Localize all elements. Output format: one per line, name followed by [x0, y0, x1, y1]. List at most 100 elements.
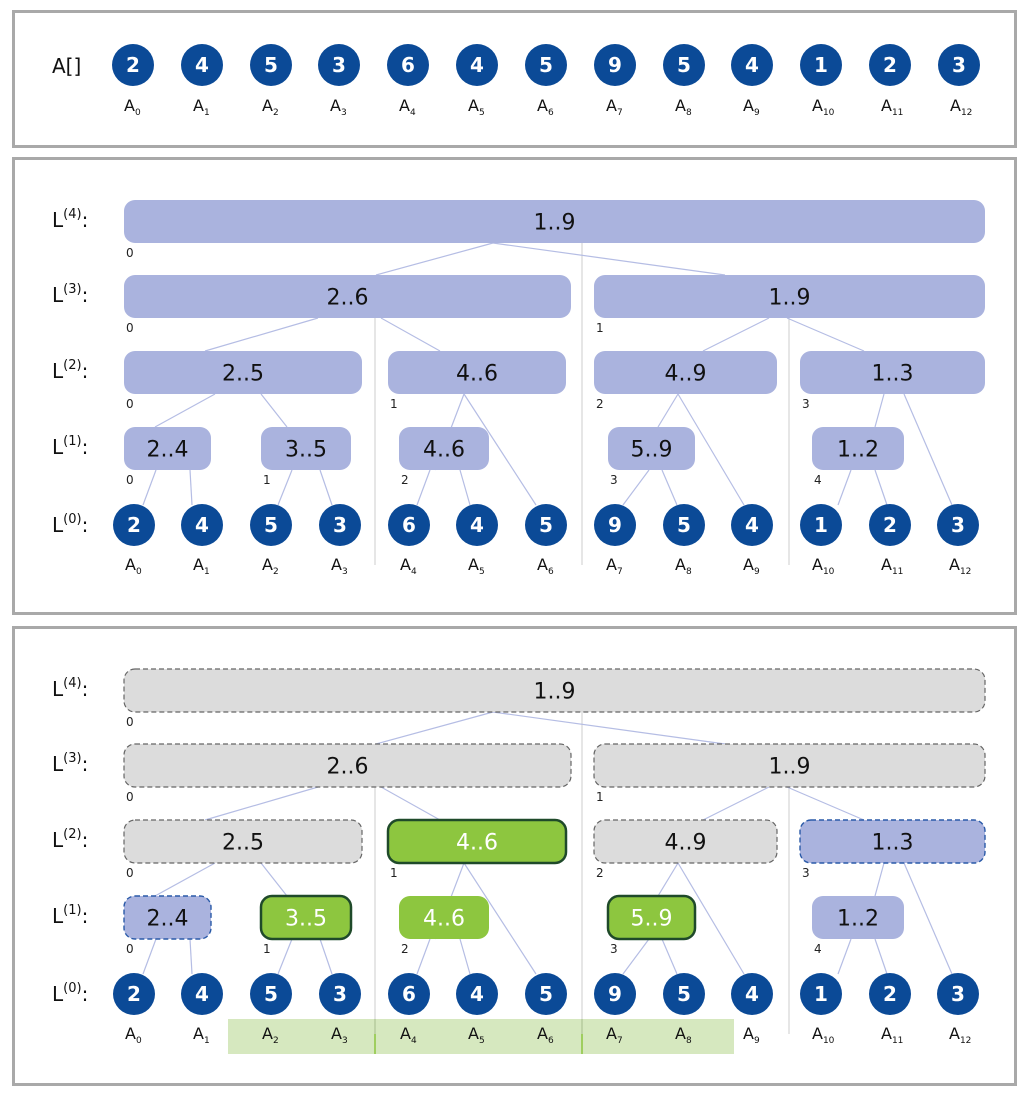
array-value: 4: [195, 53, 209, 77]
node-box: [124, 351, 362, 394]
leaf-value: 9: [608, 982, 622, 1006]
tree-node-l2: 4..92: [593, 819, 778, 880]
leaf-circle: [181, 973, 223, 1015]
leaf-circle: [869, 973, 911, 1015]
leaf-circle: [800, 504, 842, 546]
leaf-circle: [869, 504, 911, 546]
node-range-label: 1..9: [769, 286, 811, 311]
tree-edge: [319, 938, 333, 975]
array-index-label: A1: [193, 96, 210, 118]
tree-edge: [380, 317, 441, 352]
node-index: 3: [802, 866, 810, 880]
leaf-circle: [388, 504, 430, 546]
tree-edge: [375, 242, 494, 276]
tree-edge: [189, 469, 193, 506]
array-value: 5: [539, 53, 553, 77]
tree-node-l1: 4..62: [399, 896, 489, 956]
array-circle: [387, 44, 429, 86]
leaf-value: 6: [402, 982, 416, 1006]
leaf-index-label: A12: [949, 1024, 971, 1046]
tree-edge: [677, 862, 745, 975]
leaf-circle: [731, 973, 773, 1015]
leaf-value: 6: [402, 513, 416, 537]
array-index-label: A5: [468, 96, 485, 118]
array-value: 9: [608, 53, 622, 77]
node-box: [399, 427, 489, 470]
node-range-label: 4..9: [665, 831, 707, 856]
array-circle: [456, 44, 498, 86]
node-range-label: 2..5: [222, 831, 264, 856]
tree-node-l1: 2..40: [124, 427, 211, 487]
array-label: A[]: [52, 54, 81, 78]
array-index-label: A10: [812, 96, 835, 118]
tree-edge: [416, 469, 431, 506]
leaf-circle: [113, 504, 155, 546]
leaf-value: 5: [264, 982, 278, 1006]
tree-node-l2: 2..50: [124, 351, 362, 411]
array-value: 4: [470, 53, 484, 77]
tree-edge: [416, 938, 431, 975]
leaf-value: 5: [539, 982, 553, 1006]
node-index: 0: [126, 790, 134, 804]
node-index: 0: [126, 715, 134, 729]
array-index-label: A2: [262, 96, 279, 118]
tree-edge: [874, 938, 888, 975]
leaf-circle: [388, 973, 430, 1015]
array-value: 2: [883, 53, 897, 77]
tree-edge: [661, 469, 678, 506]
leaf-value: 1: [814, 513, 828, 537]
leaf-index-label: A2: [262, 555, 279, 577]
array-index-label: A9: [743, 96, 760, 118]
tree-edge: [154, 393, 216, 428]
leaf-value: 1: [814, 982, 828, 1006]
node-box: [399, 896, 489, 939]
leaf-value: 5: [677, 982, 691, 1006]
node-range-label: 2..4: [147, 907, 189, 932]
level-label: L(1):: [52, 434, 88, 459]
tree-edge: [622, 938, 650, 975]
leaf-index-label: A0: [125, 555, 142, 577]
tree-node-l2: 2..50: [123, 819, 363, 880]
array-circle: [525, 44, 567, 86]
tree-node-l4: 1..9 0: [123, 668, 986, 729]
tree-node-l3: 2..60: [123, 743, 572, 804]
node-index: 2: [401, 473, 409, 487]
node-index: 1: [263, 942, 271, 956]
array-circle: [869, 44, 911, 86]
tree-diagram: L(4):L(3):L(2):L(1):L(0):1..902..601..91…: [52, 200, 985, 577]
leaf-value: 4: [745, 513, 759, 537]
node-range-label: 5..9: [631, 907, 673, 932]
level-label: L(3):: [52, 751, 88, 776]
node-box: [799, 819, 986, 864]
array-circle: [938, 44, 980, 86]
array-index-label: A6: [537, 96, 554, 118]
tree-edge: [657, 862, 679, 897]
leaf-index-label: A5: [468, 555, 485, 577]
array-index-label: A0: [124, 96, 141, 118]
node-box: [123, 895, 212, 940]
leaf-circle: [731, 504, 773, 546]
tree-node-l2: 4..92: [594, 351, 777, 411]
leaf-value: 3: [333, 982, 347, 1006]
leaf-level: 2A04A15A23A36A44A55A69A75A84A91A102A113A…: [113, 504, 979, 577]
tree-edge: [903, 862, 953, 975]
node-range-label: 1..9: [769, 755, 811, 780]
array-circle: [181, 44, 223, 86]
array-value: 6: [401, 53, 415, 77]
node-box: [812, 896, 904, 939]
node-index: 1: [596, 790, 604, 804]
node-index: 1: [390, 397, 398, 411]
tree-edge: [661, 938, 678, 975]
tree-edge: [786, 317, 865, 352]
leaf-circle: [319, 504, 361, 546]
leaf-index-label: A7: [606, 555, 623, 577]
tree-edge: [142, 938, 157, 975]
leaf-value: 3: [951, 982, 965, 1006]
node-range-label: 1..9: [534, 680, 576, 705]
tree-edge: [657, 393, 679, 428]
array-index-label: A8: [675, 96, 692, 118]
leaf-value: 2: [883, 982, 897, 1006]
leaf-circle: [250, 973, 292, 1015]
